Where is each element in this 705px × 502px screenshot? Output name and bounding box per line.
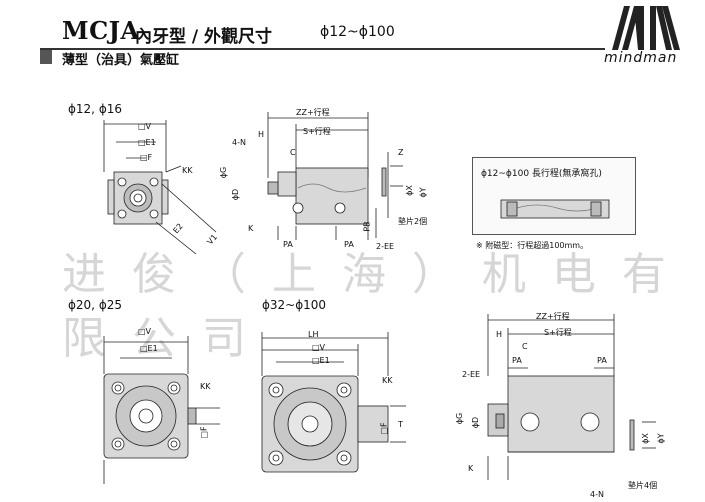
dim-kk-1: KK [182,166,193,175]
dim-n-1: 4-N [232,138,246,147]
header-accent [40,50,52,64]
dim-z: Z [398,148,404,157]
dim-h-1: H [258,130,265,139]
dim-pb: PB [362,221,372,232]
dim-g-1: ϕG [219,166,229,179]
dim-f-2: □F [199,426,209,439]
dim-pa-1b: PA [344,240,354,249]
side-view-32-100 [487,314,656,480]
front-view-12-16 [103,120,217,254]
washer-2-label: 墊片2個 [398,217,428,226]
front-view-32-100 [261,332,406,473]
dim-pa-2b: PA [597,356,607,365]
dim-y-1: ϕY [418,187,428,198]
dim-ee-1: 2-EE [376,242,395,251]
dim-c-2: C [522,342,528,351]
brand-name: mindman [604,50,678,66]
model-title: MCJA [62,16,140,45]
range-title: ϕ12~ϕ100 [320,24,395,40]
dim-s-2: S+行程 [544,328,572,337]
dim-f-1: □F [140,153,153,162]
mindman-logo [612,6,680,50]
side-view-12-16 [267,112,403,240]
dim-lh: LH [308,330,319,339]
dim-n-2: 4-N [590,490,604,499]
dim-h-2: H [496,330,503,339]
dim-g-2: ϕG [455,412,465,425]
header-bar [40,18,605,50]
watermark-text: 进 俊 （ 上 海 ） 机 电 有 限 公 司 [62,249,672,364]
dim-v-2: □V [138,327,152,336]
subtitle: 薄型（治具）氣壓缸 [62,53,180,68]
dim-s-1: S+行程 [303,127,331,136]
dim-ee-2: 2-EE [462,370,481,379]
dim-t: T [398,420,403,429]
front-view-20-25 [103,336,220,484]
type-title: 內牙型 / 外觀尺寸 [135,27,273,47]
dim-f-3: □F [379,422,389,435]
section-label-12-16: ϕ12, ϕ16 [68,102,122,116]
dim-d-1: ϕD [231,188,241,201]
dim-v-1: □V [138,122,152,131]
inset-title: ϕ12~ϕ100 長行程(無承窩孔) [481,169,602,179]
dim-zz-1: ZZ+行程 [296,108,330,117]
section-label-32-100: ϕ32~ϕ100 [262,298,327,312]
dim-v-3: □V [312,343,326,352]
dim-y-2: ϕY [656,433,666,444]
dim-kk-3: KK [382,376,393,385]
dim-kk-2: KK [200,382,211,391]
dim-pa-1a: PA [283,240,293,249]
dim-k-2: K [468,464,474,473]
dim-pa-2a: PA [512,356,522,365]
dim-zz-2: ZZ+行程 [536,312,570,321]
dim-d-2: ϕD [471,416,481,429]
dim-e1-2: □E1 [140,344,158,353]
dim-x-1: ϕX [404,185,414,196]
dim-e1-1: □E1 [138,138,156,147]
dim-k-1: K [248,224,254,233]
dim-c-1: C [290,148,296,157]
section-label-20-25: ϕ20, ϕ25 [68,298,122,312]
dim-x-2: ϕX [640,433,650,444]
magnet-note: ※ 附磁型：行程超過100mm。 [476,241,589,250]
washer-4-label: 墊片4個 [628,481,658,490]
dim-e1-3: □E1 [312,356,330,365]
inset-cylinder-sketch [500,199,610,219]
long-stroke-inset: ϕ12~ϕ100 長行程(無承窩孔) [472,157,636,235]
